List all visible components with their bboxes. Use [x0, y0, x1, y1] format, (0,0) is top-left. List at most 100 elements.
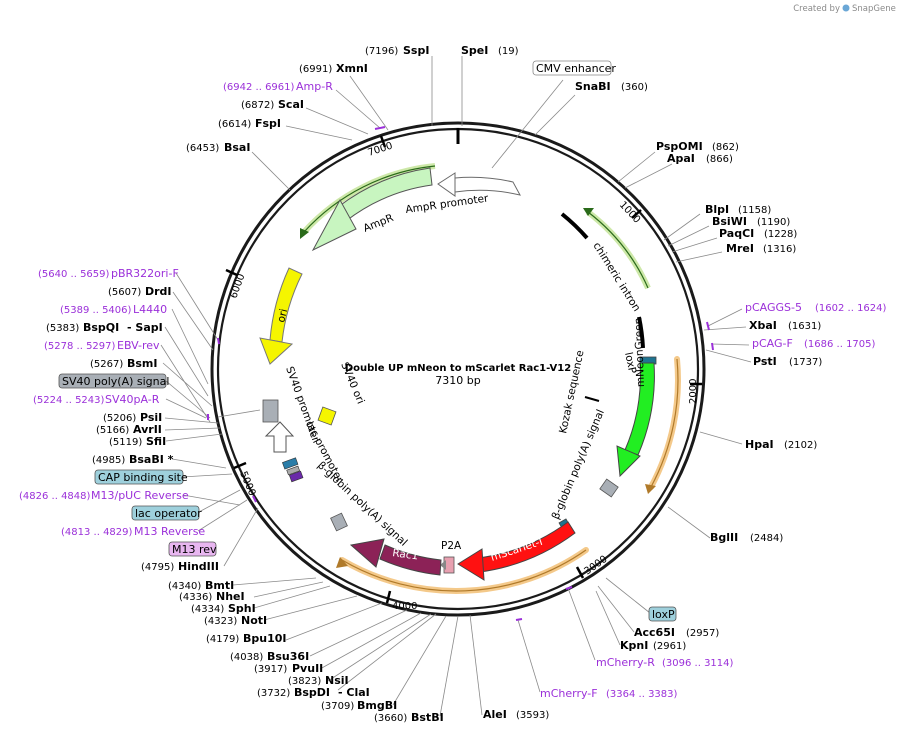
enzyme-pspOMI[interactable]: PspOMI (862)	[656, 140, 739, 153]
chimeric-intron-highlight	[583, 208, 651, 290]
svg-text:BspQI: BspQI	[83, 321, 119, 334]
enzyme-apaI[interactable]: ApaI (866)	[667, 152, 733, 165]
enzyme-bmgBI[interactable]: (3709) BmgBI	[321, 699, 397, 712]
svg-text:- ClaI: - ClaI	[338, 686, 370, 699]
enzyme-mreI[interactable]: MreI (1316)	[726, 242, 796, 255]
svg-text:(4038): (4038)	[230, 652, 263, 663]
primer-pcaggs-5[interactable]: pCAGGS-5 (1602 .. 1624)	[745, 301, 887, 314]
tick-2000: 2000	[688, 379, 699, 404]
enzyme-avrII[interactable]: (5166) AvrII	[96, 423, 162, 436]
enzyme-bsaBI[interactable]: (4985) BsaBI *	[92, 453, 174, 466]
enzyme-xmnI[interactable]: (6991) XmnI	[299, 62, 368, 75]
svg-text:PstI: PstI	[753, 355, 777, 368]
svg-text:(1158): (1158)	[738, 205, 771, 216]
bglobin-box-3[interactable]	[330, 512, 348, 532]
leader-lines	[160, 56, 752, 717]
enzyme-aleI[interactable]: AleI (3593)	[483, 708, 549, 721]
rac1-feature[interactable]	[349, 538, 442, 576]
enzyme-fspI[interactable]: (6614) FspI	[218, 117, 281, 130]
enzyme-bmtI[interactable]: (4340) BmtI	[168, 579, 234, 592]
primer-pcag-f[interactable]: pCAG-F (1686 .. 1705)	[752, 337, 876, 350]
enzyme-kpnI[interactable]: KpnI (2961)	[620, 639, 686, 652]
sv40-ori-feature[interactable]	[317, 406, 337, 426]
svg-text:(5166): (5166)	[96, 425, 129, 436]
enzyme-hpaI[interactable]: HpaI (2102)	[745, 438, 817, 451]
svg-text:(2102): (2102)	[784, 440, 817, 451]
enzyme-sphI[interactable]: (4334) SphI	[191, 602, 256, 615]
cap-binding-site-label[interactable]: CAP binding site	[94, 469, 188, 485]
enzyme-scaI[interactable]: (6872) ScaI	[241, 98, 304, 111]
mscarlet-feature[interactable]	[457, 521, 576, 581]
plasmid-length: 7310 bp	[435, 374, 480, 387]
lac-operator-label[interactable]: lac operator	[131, 505, 202, 521]
sv40-promoter-arrow[interactable]	[264, 421, 295, 453]
enzyme-bglII[interactable]: BglII (2484)	[710, 531, 783, 544]
svg-text:(3823): (3823)	[288, 676, 321, 687]
enzyme-psiI[interactable]: (5206) PsiI	[103, 411, 162, 424]
svg-text:(5119): (5119)	[109, 437, 142, 448]
enzyme-blpI[interactable]: BlpI (1158)	[705, 203, 771, 216]
mneon-feature[interactable]	[616, 362, 655, 478]
svg-text:SpeI: SpeI	[461, 44, 488, 57]
primer-sv40pa-r[interactable]: (5224 .. 5243) SV40pA-R	[33, 393, 160, 406]
svg-text:(6614): (6614)	[218, 119, 251, 130]
enzyme-sfiI[interactable]: (5119) SfiI	[109, 435, 166, 448]
primer-mcherry-r[interactable]: mCherry-R (3096 .. 3114)	[596, 656, 734, 669]
enzyme-bstBI[interactable]: (3660) BstBI	[374, 711, 444, 724]
sv40-polya-label[interactable]: SV40 poly(A) signal	[58, 373, 169, 389]
svg-text:(5224 .. 5243): (5224 .. 5243)	[33, 395, 105, 406]
ampr-feature[interactable]	[311, 167, 433, 252]
svg-text:(866): (866)	[706, 154, 733, 165]
ori-feature[interactable]	[259, 267, 303, 365]
enzyme-acc65I[interactable]: Acc65I (2957)	[634, 626, 719, 639]
primer-m13-reverse[interactable]: (4813 .. 4829) M13 Reverse	[61, 525, 205, 538]
enzyme-bsu36I[interactable]: (4038) Bsu36I	[230, 650, 309, 663]
enzyme-notI[interactable]: (4323) NotI	[204, 614, 267, 627]
enzyme-hindIII[interactable]: (4795) HindIII	[141, 560, 219, 573]
enzyme-bpu10I[interactable]: (4179) Bpu10I	[206, 632, 287, 645]
enzyme-paqCI[interactable]: PaqCI (1228)	[719, 227, 797, 240]
ampr-promoter-feature[interactable]	[437, 172, 521, 197]
enzyme-pstI[interactable]: PstI (1737)	[753, 355, 822, 368]
enzyme-nheI[interactable]: (4336) NheI	[179, 590, 245, 603]
svg-text:(6872): (6872)	[241, 100, 274, 111]
primer-mcherry-f[interactable]: mCherry-F (3364 .. 3383)	[540, 687, 678, 700]
feature-label-rac1: Rac1	[392, 547, 419, 562]
svg-text:(360): (360)	[621, 82, 648, 93]
enzyme-pvuII[interactable]: (3917) PvuII	[254, 662, 323, 675]
svg-text:Acc65I: Acc65I	[634, 626, 675, 639]
primer-l4440[interactable]: (5389 .. 5406) L4440	[60, 303, 167, 316]
lac-operator-feature[interactable]	[282, 457, 299, 470]
primer-amp-r[interactable]: (6942 .. 6961) Amp-R	[223, 80, 333, 93]
svg-text:AvrII: AvrII	[133, 423, 162, 436]
bglobin-box-1[interactable]	[599, 478, 619, 498]
enzyme-drdI[interactable]: (5607) DrdI	[108, 285, 172, 298]
svg-text:BlpI: BlpI	[705, 203, 729, 216]
enzyme-bspQI[interactable]: (5383) BspQI - SapI	[46, 321, 163, 334]
primer-m13-puc-reverse[interactable]: (4826 .. 4848) M13/pUC Reverse	[19, 489, 189, 502]
cap-site-feature[interactable]	[288, 470, 304, 483]
sv40-promoter-box[interactable]	[262, 399, 279, 423]
enzyme-bsmI[interactable]: (5267) BsmI	[90, 357, 158, 370]
svg-text:AleI: AleI	[483, 708, 507, 721]
m13-rev-label[interactable]: M13 rev	[168, 541, 217, 557]
svg-text:(5607): (5607)	[108, 287, 141, 298]
enzyme-bsiWI[interactable]: BsiWI (1190)	[712, 215, 790, 228]
lac-promoter-feature[interactable]	[286, 465, 301, 476]
primer-pbr322ori-f[interactable]: (5640 .. 5659) pBR322ori-F	[38, 267, 179, 280]
primer-ebv-rev[interactable]: (5278 .. 5297) EBV-rev	[44, 339, 160, 352]
enzyme-sspI[interactable]: (7196) SspI	[365, 44, 429, 57]
svg-text:KpnI: KpnI	[620, 639, 648, 652]
enzyme-nsiI[interactable]: (3823) NsiI	[288, 674, 349, 687]
loxp-box-label[interactable]: loxP	[648, 606, 677, 622]
enzyme-snaBI[interactable]: SnaBI (360)	[575, 80, 648, 93]
enzyme-speI[interactable]: SpeI (19)	[461, 44, 519, 57]
feature-label-mneon: mNeonGreen	[633, 318, 647, 388]
enzyme-bsaI[interactable]: (6453) BsaI	[186, 141, 250, 154]
svg-text:lac operator: lac operator	[135, 507, 202, 520]
cmv-enhancer-label[interactable]: CMV enhancer	[532, 60, 616, 76]
tick-marks	[225, 135, 702, 604]
enzyme-xbaI[interactable]: XbaI (1631)	[749, 319, 821, 332]
enzyme-bspDI[interactable]: (3732) BspDI - ClaI	[257, 686, 370, 699]
